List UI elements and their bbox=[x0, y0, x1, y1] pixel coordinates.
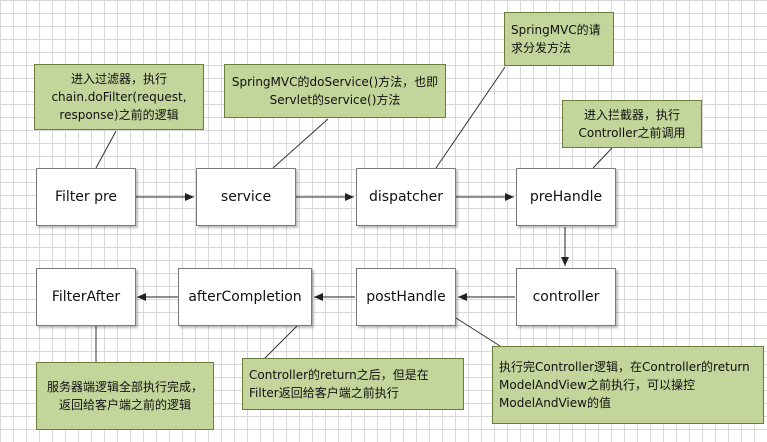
node-label: service bbox=[220, 189, 272, 205]
note-service: SpringMVC的doService()方法，也即Servlet的servic… bbox=[224, 64, 446, 118]
node-controller: controller bbox=[516, 268, 616, 326]
note-filter-pre: 进入过滤器，执行chain.doFilter(request, response… bbox=[34, 64, 204, 130]
note-filterafter: 服务器端逻辑全部执行完成，返回给客户端之前的逻辑 bbox=[36, 362, 214, 430]
note-aftercompletion: Controller的return之后，但是在Filter返回给客户端之前执行 bbox=[242, 358, 464, 410]
node-posthandle: postHandle bbox=[356, 268, 456, 326]
node-filterafter: FilterAfter bbox=[36, 268, 136, 326]
note-text: 执行完Controller逻辑，在Controller的return Model… bbox=[499, 360, 750, 410]
note-text: 进入拦截器，执行Controller之前调用 bbox=[578, 108, 686, 140]
note-text: Controller的return之后，但是在Filter返回给客户端之前执行 bbox=[249, 368, 429, 400]
node-prehandle: preHandle bbox=[516, 168, 616, 226]
note-prehandle: 进入拦截器，执行Controller之前调用 bbox=[562, 100, 702, 148]
callout-prehandle bbox=[592, 147, 613, 169]
node-label: FilterAfter bbox=[51, 289, 121, 305]
note-text: SpringMVC的doService()方法，也即Servlet的servic… bbox=[231, 75, 439, 107]
note-text: 进入过滤器，执行chain.doFilter(request, response… bbox=[51, 72, 187, 122]
note-text: SpringMVC的请求分发方法 bbox=[511, 23, 601, 55]
callout-filter-pre bbox=[95, 130, 117, 169]
node-aftercompletion: afterCompletion bbox=[178, 268, 312, 326]
node-label: preHandle bbox=[529, 189, 603, 205]
node-label: controller bbox=[532, 289, 600, 305]
note-posthandle: 执行完Controller逻辑，在Controller的return Model… bbox=[492, 346, 764, 424]
callout-dispatcher bbox=[435, 66, 506, 169]
node-label: postHandle bbox=[366, 289, 446, 305]
node-service: service bbox=[196, 168, 296, 226]
callout-aftercompletion bbox=[263, 325, 298, 360]
node-label: afterCompletion bbox=[188, 289, 302, 305]
note-dispatcher: SpringMVC的请求分发方法 bbox=[504, 12, 614, 66]
note-text: 服务器端逻辑全部执行完成，返回给客户端之前的逻辑 bbox=[46, 380, 203, 412]
callout-posthandle bbox=[455, 317, 501, 347]
callout-service bbox=[272, 118, 329, 169]
node-label: dispatcher bbox=[369, 189, 443, 205]
node-dispatcher: dispatcher bbox=[356, 168, 456, 226]
node-label: Filter pre bbox=[54, 189, 118, 205]
node-filter-pre: Filter pre bbox=[36, 168, 136, 226]
